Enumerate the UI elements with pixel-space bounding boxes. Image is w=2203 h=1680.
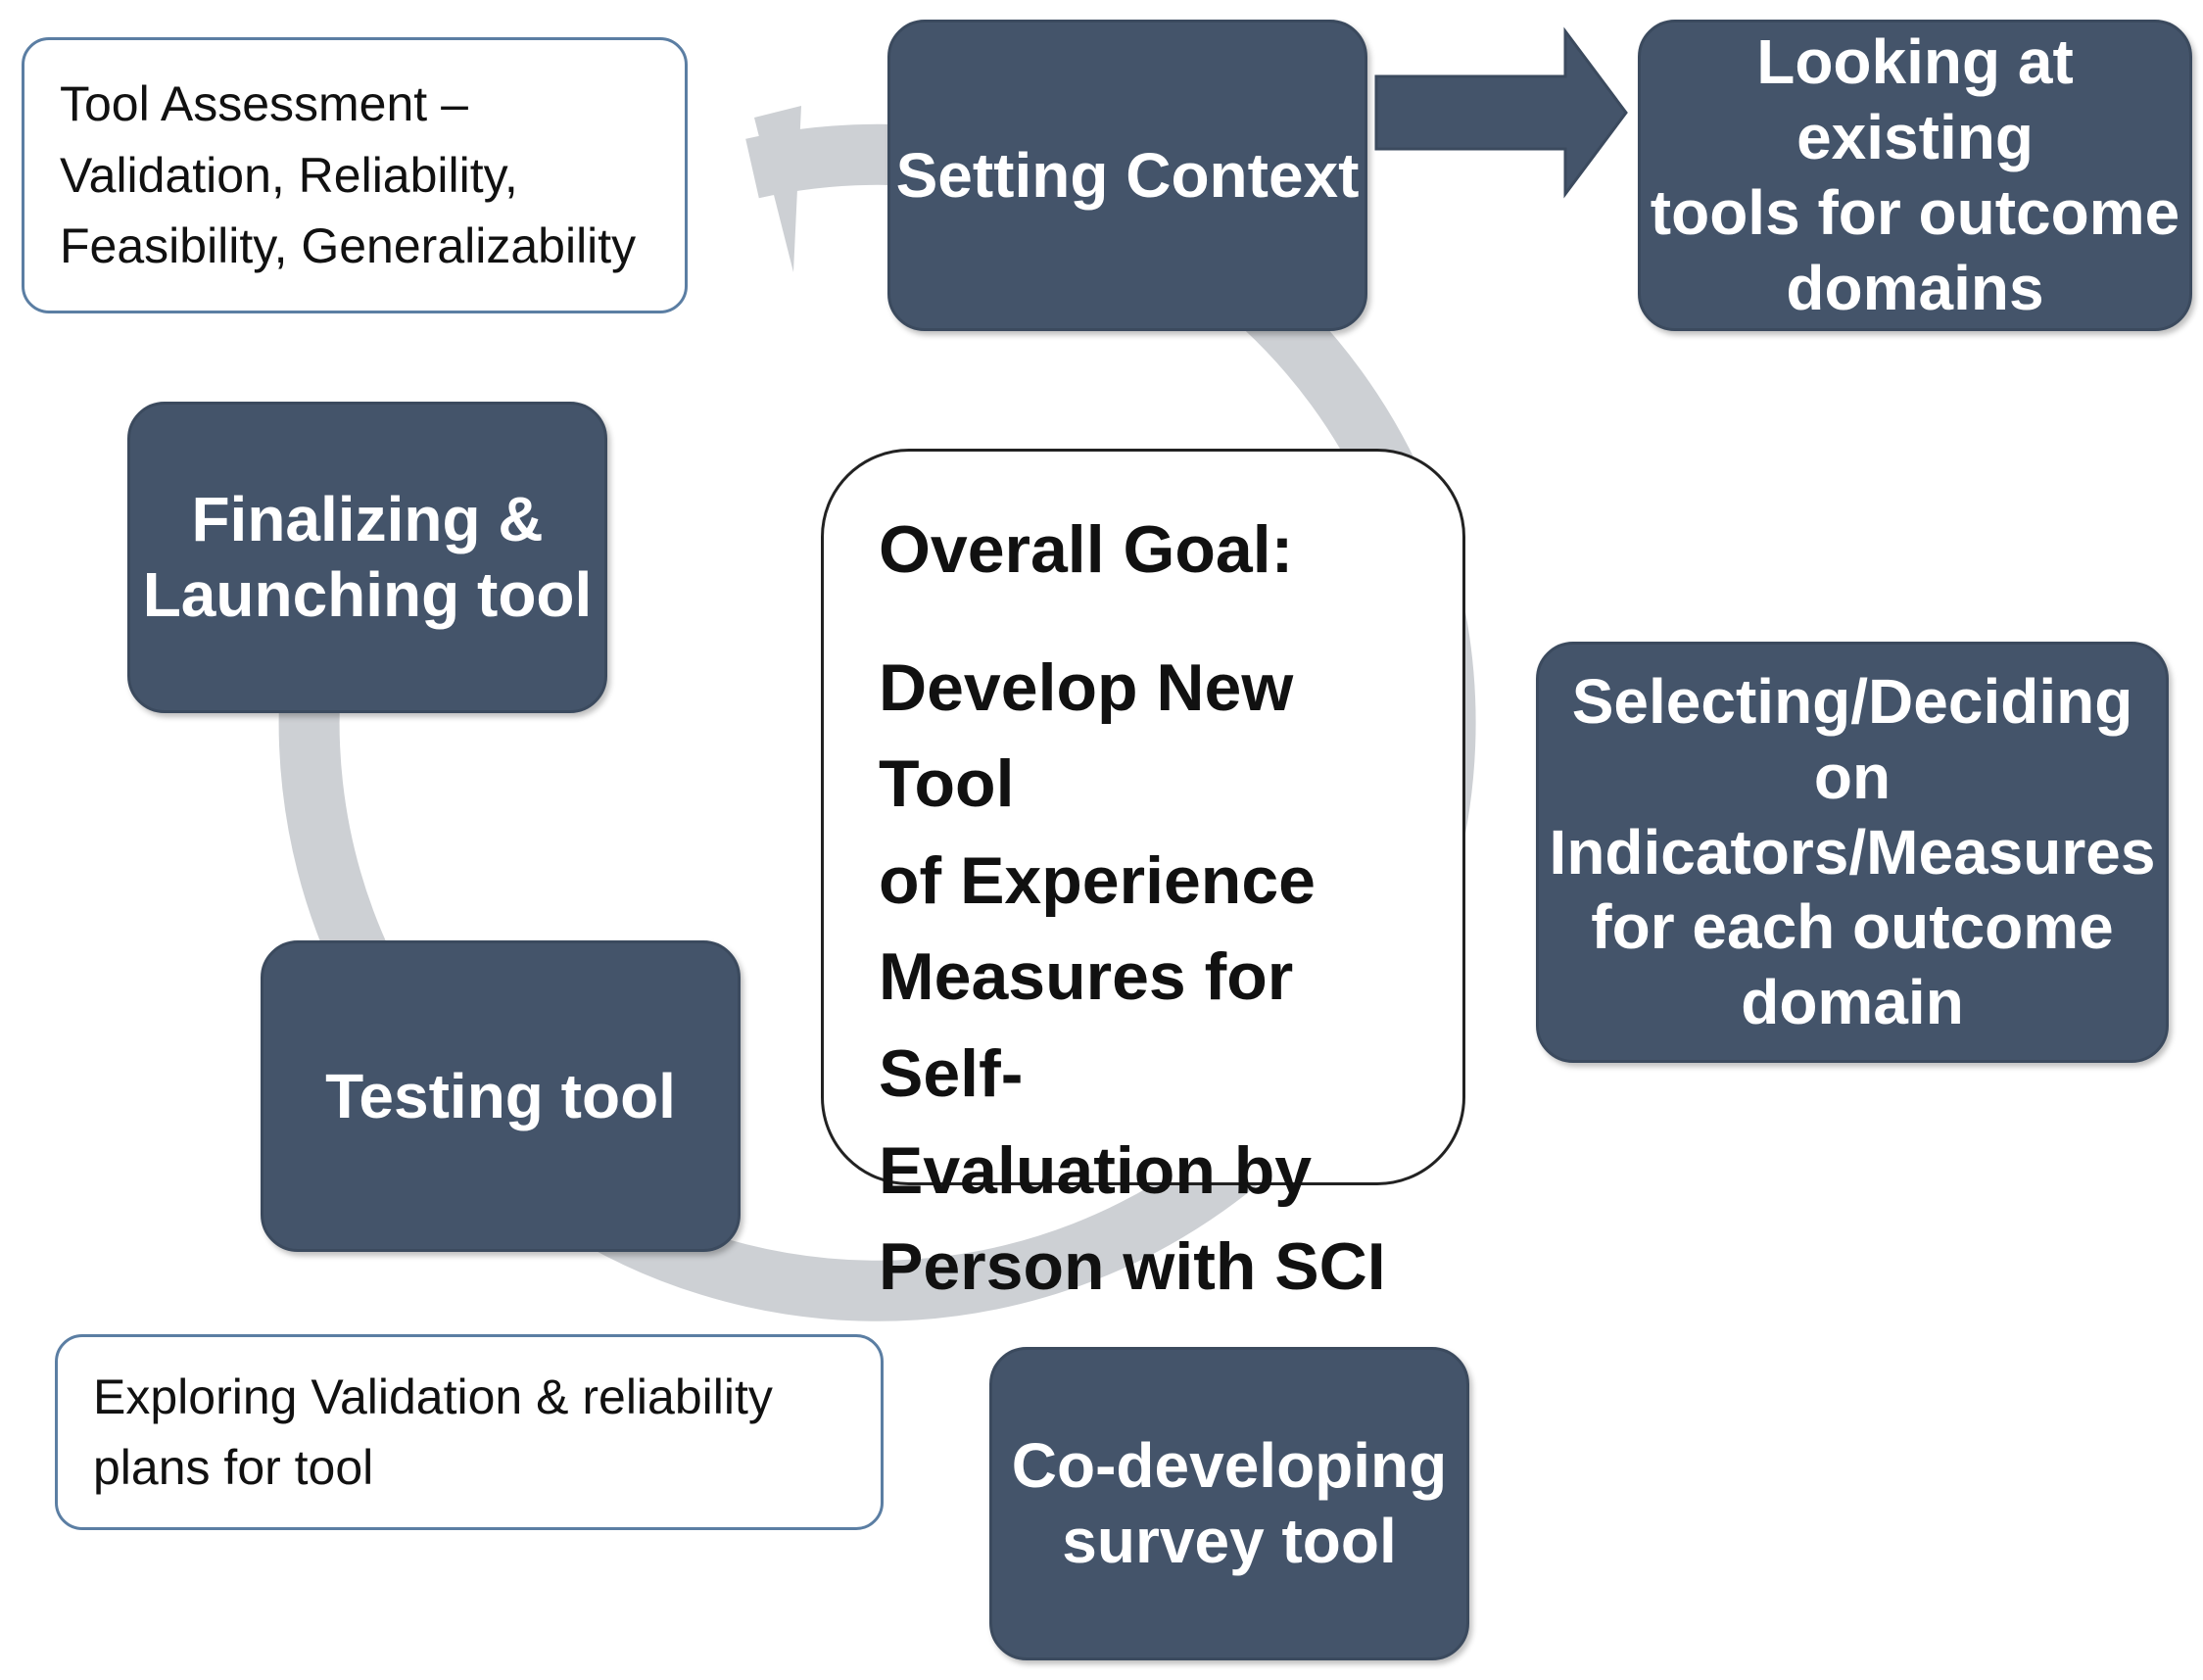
cycle-arrow-head: [754, 106, 801, 272]
step-label: Looking at existing: [1756, 26, 2074, 173]
goal-line: Evaluation by: [879, 1132, 1313, 1208]
step-label: Selecting/Deciding: [1571, 666, 2133, 737]
goal-line: Person with SCI: [879, 1229, 1386, 1305]
tool-assessment-line: Tool Assessment –: [60, 76, 468, 132]
step-label: for each outcome: [1591, 891, 2114, 963]
step-label: domain: [1741, 967, 1964, 1038]
step-label: Launching tool: [142, 559, 593, 630]
step-looking-existing-tools: Looking at existing tools for outcome do…: [1638, 20, 2192, 331]
step-label: on: [1813, 741, 1892, 812]
step-finalizing-launching: Finalizing & Launching tool: [127, 402, 607, 713]
step-label: Finalizing &: [191, 484, 544, 555]
step-testing-tool: Testing tool: [261, 940, 741, 1252]
step-label: Setting Context: [895, 139, 1360, 211]
step-label: Indicators/Measures: [1549, 816, 2156, 888]
step-label: domains: [1786, 252, 2044, 323]
step-label: Testing tool: [325, 1060, 676, 1131]
step-setting-context: Setting Context: [887, 20, 1367, 331]
context-right-arrow: [1374, 26, 1628, 199]
tool-assessment-line: Feasibility, Generalizability: [60, 218, 637, 274]
step-label: survey tool: [1062, 1506, 1397, 1576]
step-label: tools for outcome: [1650, 177, 2180, 248]
step-label: Co-developing: [1011, 1430, 1448, 1502]
exploring-validation-note: Exploring Validation & reliability plans…: [55, 1334, 884, 1530]
goal-body: Develop New Tool of Experience Measures …: [879, 640, 1423, 1316]
tool-assessment-line: Validation, Reliability,: [60, 147, 518, 203]
overall-goal-box: Overall Goal: Develop New Tool of Experi…: [821, 449, 1465, 1304]
goal-heading: Overall Goal:: [879, 512, 1294, 587]
tool-assessment-note: Tool Assessment – Validation, Reliabilit…: [22, 37, 688, 313]
exploring-validation-line: Exploring Validation & reliability: [93, 1368, 773, 1424]
goal-line: Measures for Self-: [879, 939, 1294, 1111]
exploring-validation-line: plans for tool: [93, 1440, 374, 1495]
step-co-developing-survey: Co-developing survey tool: [989, 1347, 1469, 1660]
goal-line: Develop New Tool: [879, 649, 1294, 822]
step-selecting-deciding: Selecting/Deciding on Indicators/Measure…: [1536, 642, 2169, 1063]
goal-line: of Experience: [879, 842, 1316, 918]
